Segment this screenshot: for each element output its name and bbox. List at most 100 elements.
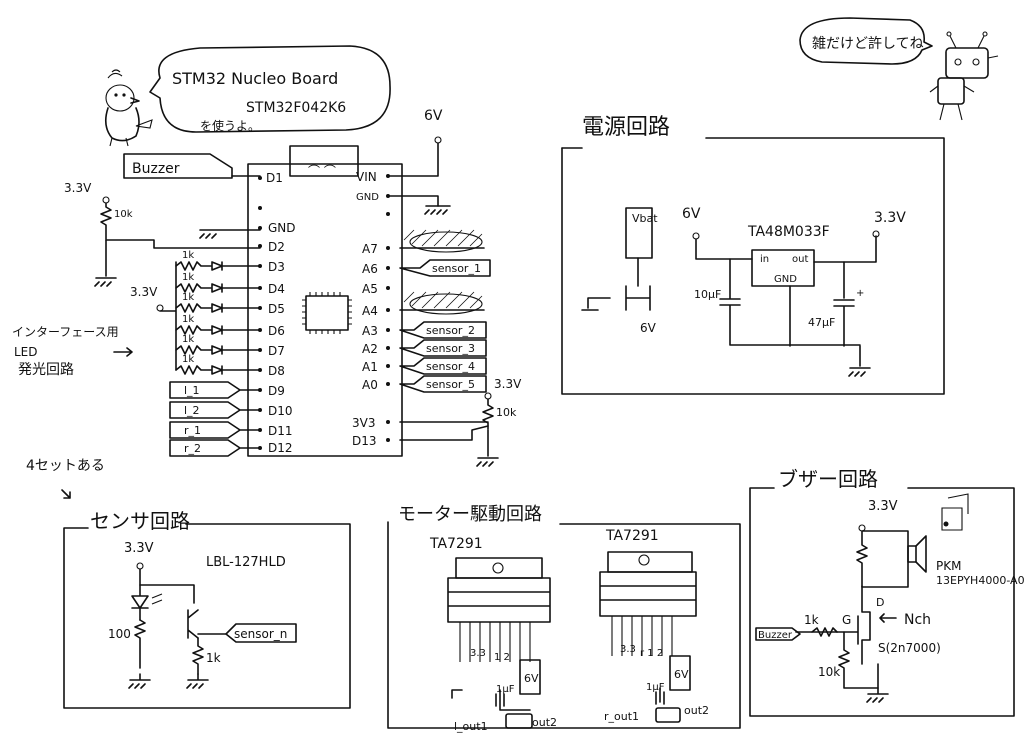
pin-a7: A7	[362, 242, 378, 256]
left-supply-pin: 3.3	[470, 648, 486, 659]
sensor-tag-3: sensor_3	[426, 342, 475, 355]
led-row-4: 1k	[175, 314, 261, 335]
buzzer-title: ブザー回路	[778, 467, 878, 491]
fet-type-label: Nch	[904, 612, 931, 628]
sensor-supply: 3.3V	[124, 541, 154, 556]
power-circuit: 電源回路 Vbat 6V 6V TA48M033F in out GND 10μ…	[561, 115, 945, 395]
left-driver-label: TA7291	[429, 536, 483, 552]
sensor-load-res: 1k	[206, 651, 221, 665]
power-title: 電源回路	[582, 115, 670, 140]
pin-d3: D3	[268, 260, 285, 274]
bird-mascot-icon	[104, 69, 153, 147]
pin-vin: VIN	[356, 170, 377, 184]
pin-d4: D4	[268, 282, 285, 296]
motor-tag-l2: l_2	[184, 404, 200, 417]
pin-d5: D5	[268, 302, 285, 316]
buzzer-tag: Buzzer	[123, 153, 261, 179]
motor-circuit: モーター駆動回路 TA7291 TA7291 3.3 1 2 6V 1μF l_…	[387, 504, 741, 733]
buzzer-circuit: ブザー回路 3.3V PKM 13EPYH4000-A0 D G Nch S(2…	[749, 467, 1024, 717]
gate-label: G	[842, 613, 851, 627]
pin-a6: A6	[362, 262, 378, 276]
sensor-tag-1: sensor_1	[432, 262, 481, 275]
led-row-3: 1k	[175, 292, 261, 313]
pin-gnd-left: GND	[268, 221, 296, 235]
led-row-6: 1k	[175, 354, 261, 375]
pin-d12: D12	[268, 441, 293, 455]
led-supply-label: 3.3V	[130, 285, 158, 299]
pin-d6: D6	[268, 324, 285, 338]
hatch-a7	[399, 229, 485, 253]
led-res-5: 1k	[182, 334, 194, 345]
led-res-2: 1k	[182, 272, 194, 283]
sensor-tag-2: sensor_2	[426, 324, 475, 337]
pin-d13: D13	[352, 434, 377, 448]
speech-bubble-board: STM32 Nucleo Board STM32F042K6 を使うよ。	[149, 45, 391, 133]
robot-mascot-icon	[929, 31, 999, 121]
board-usb-header: ⌒ ⌒	[308, 164, 336, 178]
sensor-tag-5: sensor_5	[426, 378, 475, 391]
battery-label: Vbat	[632, 212, 658, 225]
vin-supply: 6V	[387, 108, 451, 215]
interface-note: インターフェース用 LED 発光回路	[12, 325, 133, 378]
reg-gnd-label: GND	[774, 274, 797, 285]
sensor-circuit: センサ回路 3.3V LBL-127HLD 100 1k sensor_n	[63, 509, 351, 709]
motor-tag-l1: l_1	[184, 384, 200, 397]
buzzer-input-tag: Buzzer	[758, 630, 793, 641]
source-label: S(2n7000)	[878, 641, 941, 655]
pin-d10: D10	[268, 404, 293, 418]
battery-plus-note: 6V	[640, 321, 657, 335]
right-cap-label: 1μF	[646, 682, 665, 693]
cap-out-polarity: +	[856, 288, 864, 299]
motor-title: モーター駆動回路	[398, 504, 542, 525]
sensor-tags: sensor_1 sensor_2 sensor_3 sensor_4 sens…	[399, 229, 491, 393]
right-out2-label: out2	[684, 704, 709, 717]
d13-pullup: 3.3V 10k	[399, 377, 522, 467]
pulldown-res-label: 10k	[818, 665, 840, 679]
right-motor-v: 6V	[674, 668, 689, 681]
led-res-6: 1k	[182, 354, 194, 365]
led-res-3: 1k	[182, 292, 194, 303]
sensor-tag-4: sensor_4	[426, 360, 475, 373]
left-out1-label: l_out1	[454, 720, 488, 733]
led-row-2: 1k	[175, 272, 261, 293]
motor-tag-r2: r_2	[184, 442, 201, 455]
cap-in-label: 10μF	[694, 288, 721, 301]
speaker-part-2: 13EPYH4000-A0	[936, 574, 1024, 587]
led-row-1: 1k	[175, 250, 261, 271]
pin-a2: A2	[362, 342, 378, 356]
right-driver-label: TA7291	[605, 528, 659, 544]
left-cap-label: 1μF	[496, 684, 515, 695]
pin-a0: A0	[362, 378, 378, 392]
d2-pullup-res: 10k	[114, 209, 133, 220]
regulator-label: TA48M033F	[747, 224, 830, 240]
buzzer-supply: 3.3V	[868, 499, 898, 514]
left-out2-label: out2	[532, 716, 557, 729]
mcu-board: ⌒ ⌒ D1 GND D2 D3 D4 D5 D6	[247, 145, 403, 457]
led-res-1: 1k	[182, 250, 194, 261]
music-note-icon	[941, 493, 969, 531]
sensor-part: LBL-127HLD	[206, 555, 286, 570]
left-in-pins: 1 2	[494, 652, 510, 663]
left-motor-v: 6V	[524, 672, 539, 685]
right-driver-ic: 3.3 r 1 2 6V 1μF r_out1 out2	[599, 551, 709, 723]
sensor-title: センサ回路	[90, 509, 190, 533]
sensor-output-tag: sensor_n	[234, 627, 287, 641]
pin-a4: A4	[362, 304, 378, 318]
bubble-note: を使うよ。	[200, 118, 260, 133]
pin-a5: A5	[362, 282, 378, 296]
d13-pullup-res: 10k	[496, 406, 517, 419]
pin-d7: D7	[268, 344, 285, 358]
apology-bubble: 雑だけど許してね	[799, 17, 933, 65]
supply-6v-label: 6V	[424, 108, 443, 124]
reg-in-label: in	[760, 254, 769, 265]
drain-label: D	[876, 596, 884, 609]
led-row-5: 1k	[175, 334, 261, 355]
interface-note-2: LED	[14, 345, 38, 359]
right-in-pins: r 1 2	[640, 648, 663, 659]
pin-a1: A1	[362, 360, 378, 374]
speaker-part: PKM	[936, 559, 961, 573]
d13-pullup-voltage: 3.3V	[494, 377, 522, 391]
motor-tag-r1: r_1	[184, 424, 201, 437]
d2-pullup-voltage: 3.3V	[64, 181, 92, 195]
